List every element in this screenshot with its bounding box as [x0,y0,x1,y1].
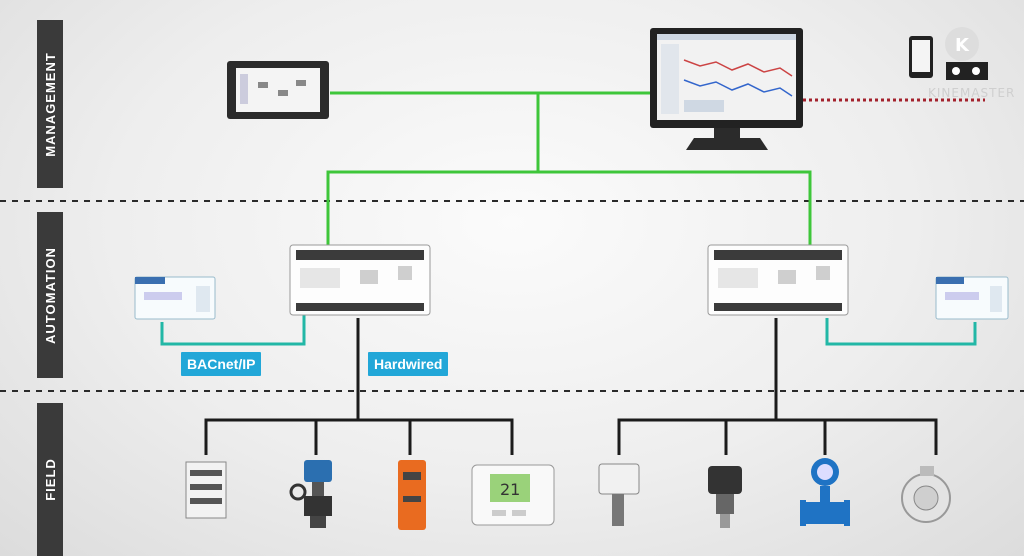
cable-gland-sensor-icon[interactable] [901,466,951,523]
management-network-lines [326,91,812,247]
io-module-left-icon[interactable] [134,276,216,320]
svg-text:K: K [955,35,970,56]
watermark-text: KINEMASTER [928,86,1016,100]
io-module-right-icon[interactable] [935,276,1009,320]
layer-band-field: FIELD [37,403,63,556]
damper-actuator-icon[interactable] [398,460,426,530]
bacnet-ip-label: BACnet/IP [181,352,262,376]
io-terminal-block-icon[interactable] [185,461,227,519]
svg-text:21: 21 [500,480,520,499]
touch-panel-icon[interactable] [227,61,329,119]
thermostat-icon[interactable]: 21 [471,464,555,526]
layer-band-management: MANAGEMENT [37,20,63,188]
hardwired-label: Hardwired [368,352,449,376]
bacnet-lines [160,315,977,346]
flow-meter-icon[interactable] [800,458,850,526]
smartphone-icon[interactable] [909,36,933,78]
kinemaster-logo-icon: K [945,27,988,80]
field-wiring [204,318,938,455]
pressure-transmitter-icon[interactable] [708,466,742,528]
duct-sensor-icon[interactable] [598,463,640,526]
workstation-monitor-icon[interactable] [650,28,803,150]
controller-right-icon[interactable] [707,244,849,316]
layer-band-automation: AUTOMATION [37,212,63,378]
valve-actuator-icon[interactable] [289,460,332,528]
controller-left-icon[interactable] [289,244,431,316]
